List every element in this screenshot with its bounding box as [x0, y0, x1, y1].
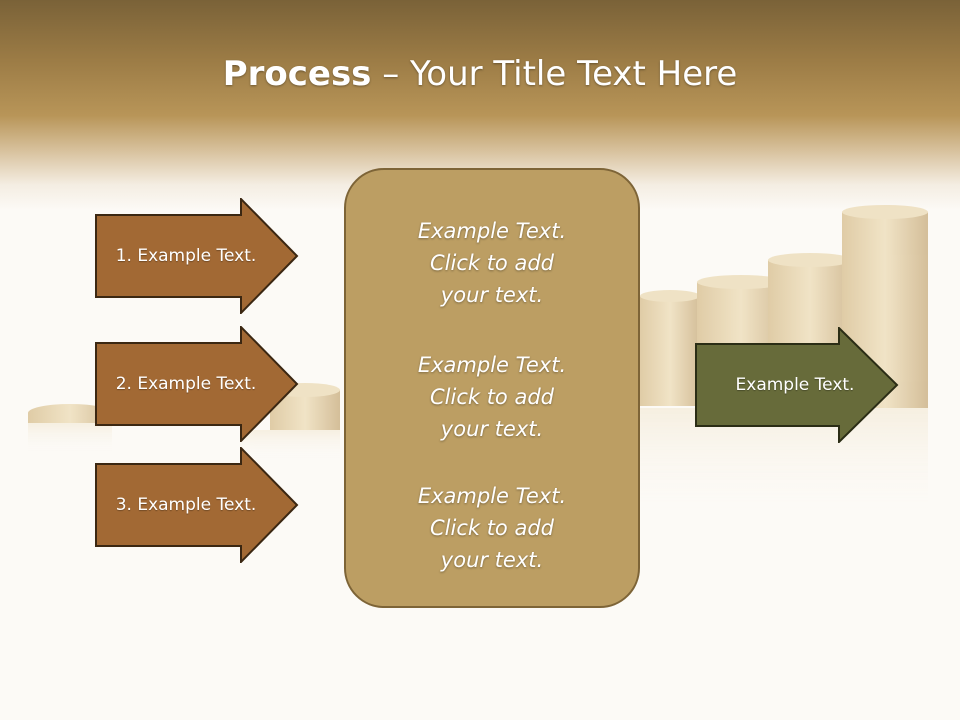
- center-process-box: Example Text. Click to add your text. Ex…: [344, 168, 640, 608]
- title-rest: – Your Title Text Here: [371, 54, 738, 94]
- center-item-1: Example Text. Click to add your text.: [417, 219, 567, 307]
- input-arrow-1-label: 1. Example Text.: [115, 246, 257, 266]
- center-item-2: Example Text. Click to add your text.: [417, 353, 567, 441]
- input-arrow-2-label: 2. Example Text.: [115, 374, 257, 394]
- input-arrow-2: 2. Example Text.: [95, 326, 300, 442]
- center-item-3: Example Text. Click to add your text.: [417, 484, 567, 572]
- input-arrow-1: 1. Example Text.: [95, 198, 300, 314]
- title-bold: Process: [222, 54, 372, 94]
- input-arrow-3: 3. Example Text.: [95, 447, 300, 563]
- slide-title: Process – Your Title Text Here: [0, 52, 960, 96]
- output-arrow-label: Example Text.: [735, 375, 855, 395]
- input-arrow-3-label: 3. Example Text.: [115, 495, 257, 515]
- output-arrow: Example Text.: [695, 327, 900, 443]
